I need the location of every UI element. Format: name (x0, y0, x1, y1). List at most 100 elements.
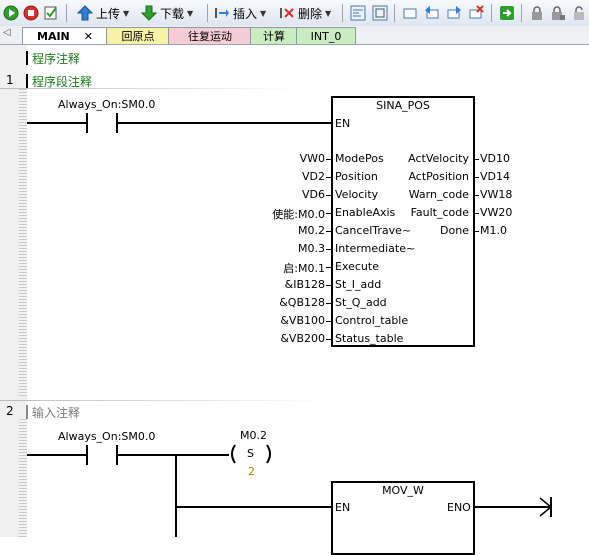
tab-int0[interactable]: INT_0 (296, 27, 356, 44)
input-pin-name: St_I_add (335, 278, 382, 291)
output-pin-name: Fault_code (410, 206, 469, 219)
lock-all-icon[interactable] (550, 5, 566, 21)
input-pin-name: Execute (335, 260, 379, 273)
coil-count[interactable]: 2 (248, 465, 255, 478)
input-variable[interactable]: VD2 (302, 170, 325, 183)
set-coil[interactable] (227, 442, 275, 466)
input-variable[interactable]: VW0 (299, 152, 325, 165)
output-pin-name: Done (440, 224, 469, 237)
pin-connector (326, 321, 332, 322)
input-variable[interactable]: VD6 (302, 188, 325, 201)
rung-wire (176, 506, 332, 508)
pin-connector (473, 177, 479, 178)
input-variable[interactable]: &VB200 (280, 332, 325, 345)
block-eno-pin: ENO (447, 501, 471, 514)
tab-main[interactable]: MAIN ✕ (22, 27, 108, 44)
input-variable[interactable]: 使能:M0.0 (272, 208, 325, 221)
output-variable[interactable]: M1.0 (480, 224, 507, 237)
output-variable[interactable]: VW20 (480, 206, 513, 219)
chevron-down-icon[interactable]: ▼ (123, 8, 130, 18)
run-icon[interactable] (3, 5, 19, 21)
output-pin-name: ActPosition (408, 170, 469, 183)
box-icon[interactable] (402, 5, 418, 21)
goto-icon[interactable] (499, 5, 515, 21)
pin-connector (326, 231, 332, 232)
download-label: 下载 (160, 6, 185, 21)
toolbar-separator (394, 4, 395, 22)
tab-scroll-left-icon[interactable]: ◁ (3, 27, 11, 38)
chevron-down-icon[interactable]: ▼ (260, 8, 267, 18)
input-variable[interactable]: &QB128 (279, 296, 325, 309)
unlock-icon[interactable] (571, 5, 587, 21)
output-pin-name: ActVelocity (408, 152, 469, 165)
input-pin-name: Intermediate~ (335, 242, 416, 255)
contact-left-bar[interactable] (86, 445, 88, 465)
network-comment[interactable]: 程序段注释 (32, 75, 93, 89)
comment-marker (26, 51, 28, 65)
output-variable[interactable]: VD14 (480, 170, 510, 183)
branch-right-icon[interactable] (446, 5, 462, 21)
block-title: SINA_POS (376, 99, 430, 112)
symbol-view-icon[interactable] (372, 5, 388, 21)
branch-left-icon[interactable] (424, 5, 440, 21)
chevron-down-icon[interactable]: ▼ (187, 8, 194, 18)
stop-icon[interactable] (23, 5, 39, 21)
lock-icon[interactable] (529, 5, 545, 21)
pin-connector (326, 213, 332, 214)
program-comment[interactable]: 程序注释 (32, 52, 81, 66)
upload-label: 上传 (96, 6, 121, 21)
sina-pos-block[interactable] (331, 96, 475, 347)
tab-home[interactable]: 回原点 (106, 27, 170, 44)
coil-type: S (247, 447, 254, 460)
contact-left-bar[interactable] (86, 113, 88, 133)
tab-label: 计算 (263, 30, 285, 43)
branch-wire (175, 454, 177, 537)
pin-connector (473, 231, 479, 232)
network-number: 1 (6, 73, 14, 87)
delete-network-icon[interactable] (468, 5, 484, 21)
tab-calc[interactable]: 计算 (250, 27, 298, 44)
pin-connector (473, 195, 479, 196)
upload-icon (77, 5, 93, 21)
contact-label[interactable]: Always_On:SM0.0 (58, 430, 156, 443)
upload-button[interactable]: 上传 ▼ (77, 3, 129, 23)
output-variable[interactable]: VW18 (480, 188, 513, 201)
rung-wire (27, 454, 87, 456)
network-divider (0, 88, 300, 89)
network-view-icon[interactable] (350, 5, 366, 21)
pin-connector (326, 177, 332, 178)
insert-button[interactable]: 插入 ▼ (214, 3, 266, 23)
toolbar-separator (66, 4, 67, 22)
pin-connector (473, 213, 479, 214)
input-variable[interactable]: &VB100 (280, 314, 325, 327)
input-variable[interactable]: 启:M0.1 (283, 262, 325, 275)
download-button[interactable]: 下载 ▼ (141, 3, 193, 23)
tab-reciprocating[interactable]: 往复运动 (168, 27, 252, 44)
input-variable[interactable]: &IB128 (284, 278, 325, 291)
pin-connector (326, 249, 332, 250)
chevron-down-icon[interactable]: ▼ (325, 8, 332, 18)
compile-icon[interactable] (43, 5, 59, 21)
toolbar-separator (491, 4, 492, 22)
coil-address[interactable]: M0.2 (240, 429, 267, 442)
network-divider (0, 400, 330, 401)
pin-connector (326, 267, 332, 268)
rung-wire (117, 454, 229, 456)
toolbar-separator (207, 4, 208, 22)
rung-wire (117, 122, 332, 124)
input-pin-name: CancelTrave~ (335, 224, 412, 237)
pin-connector (326, 195, 332, 196)
input-pin-name: ModePos (335, 152, 384, 165)
delete-button[interactable]: 删除 ▼ (279, 3, 331, 23)
network-number: 2 (6, 404, 14, 418)
comment-marker (26, 74, 28, 88)
input-variable[interactable]: M0.2 (298, 224, 325, 237)
close-icon[interactable]: ✕ (83, 29, 93, 43)
contact-label[interactable]: Always_On:SM0.0 (58, 98, 156, 111)
tab-label: MAIN (37, 29, 70, 43)
tab-label: 回原点 (121, 30, 155, 43)
output-variable[interactable]: VD10 (480, 152, 510, 165)
network-comment[interactable]: 输入注释 (32, 406, 81, 420)
input-variable[interactable]: M0.3 (298, 242, 325, 255)
insert-label: 插入 (233, 6, 258, 21)
